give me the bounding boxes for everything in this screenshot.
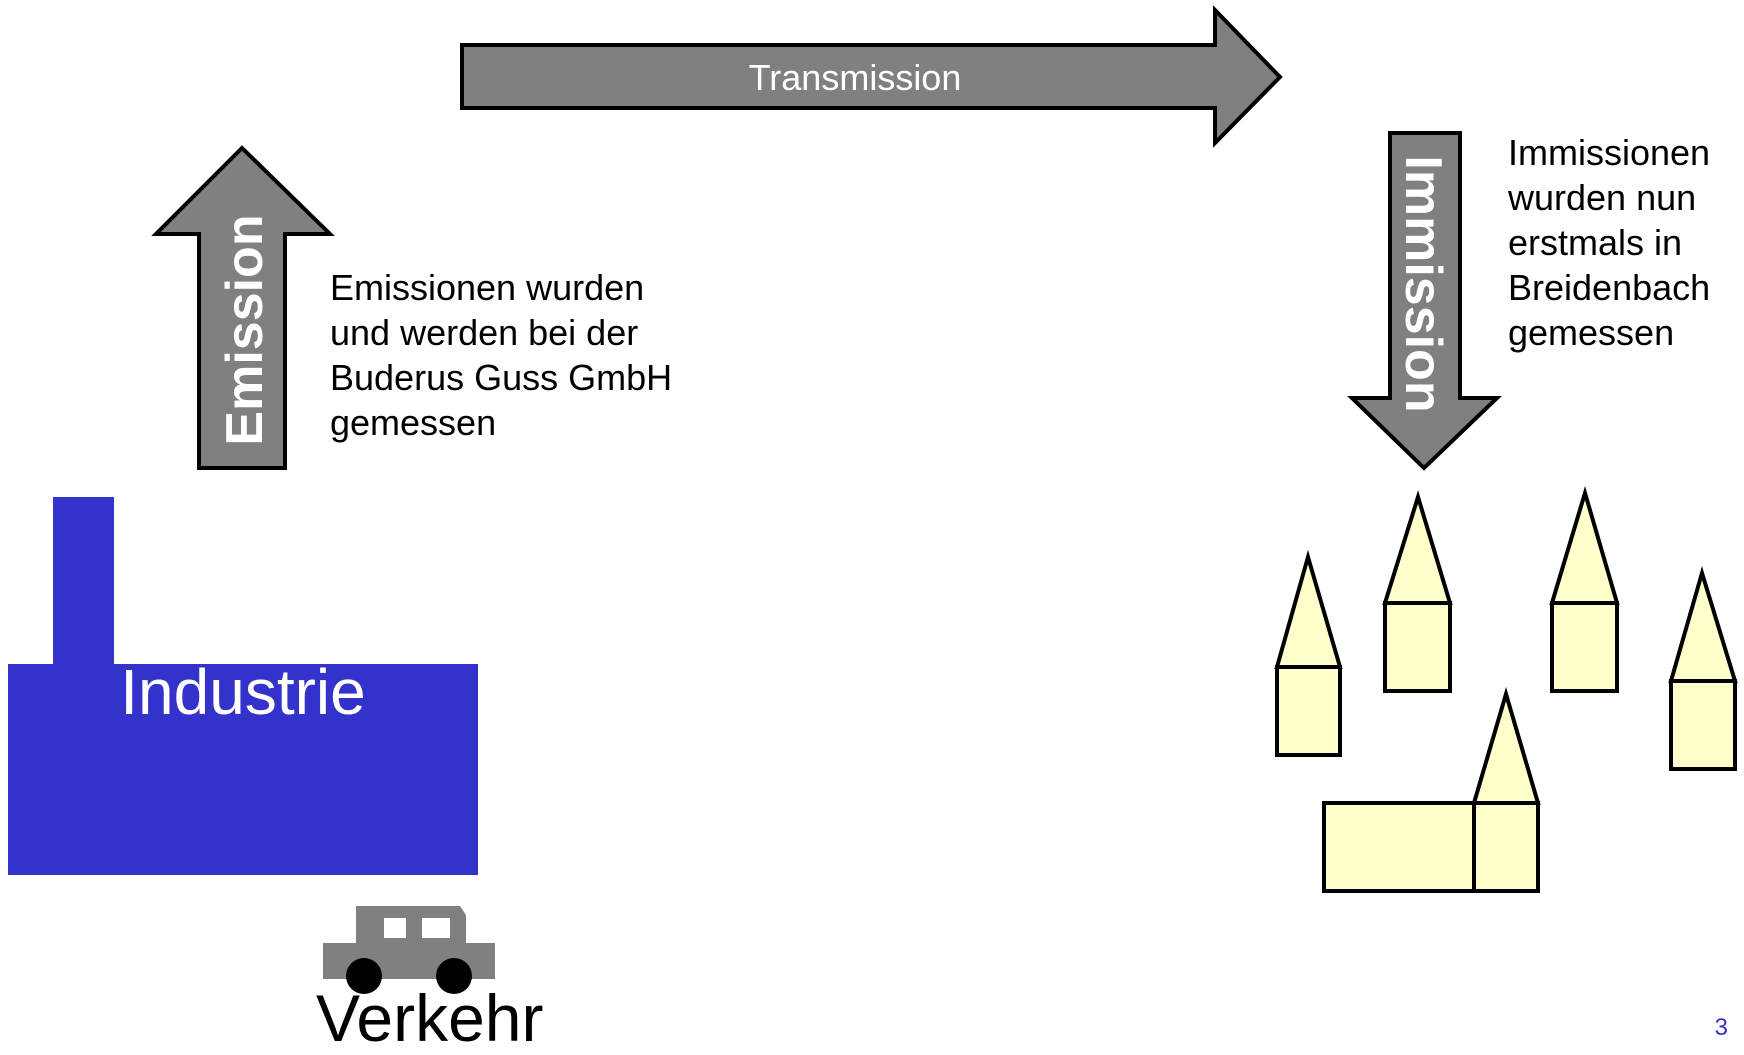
immission-arrow-label: Immission [1394, 155, 1452, 412]
emission-description: Emissionen wurden und werden bei der Bud… [330, 267, 673, 443]
car-icon [323, 906, 495, 994]
immission-description: Immissionen wurden nun erstmals in Breid… [1508, 132, 1711, 353]
factory-chimney [53, 497, 114, 667]
building-5 [1322, 686, 1541, 893]
building-4 [1668, 565, 1738, 771]
emission-arrow [151, 145, 335, 470]
transmission-arrow [460, 5, 1283, 148]
building-2 [1382, 490, 1453, 693]
industry-factory [8, 497, 478, 875]
industry-label: Industrie [120, 656, 366, 728]
emission-arrow-label: Emission [216, 214, 274, 445]
immission-arrow [1347, 131, 1502, 471]
factory-hall [8, 664, 478, 875]
traffic-label: Verkehr [316, 981, 544, 1055]
village-buildings [1274, 485, 1738, 893]
transmission-arrow-label: Transmission [749, 57, 962, 98]
page-number: 3 [1714, 1014, 1728, 1041]
building-1 [1274, 549, 1343, 757]
building-3 [1549, 485, 1620, 693]
